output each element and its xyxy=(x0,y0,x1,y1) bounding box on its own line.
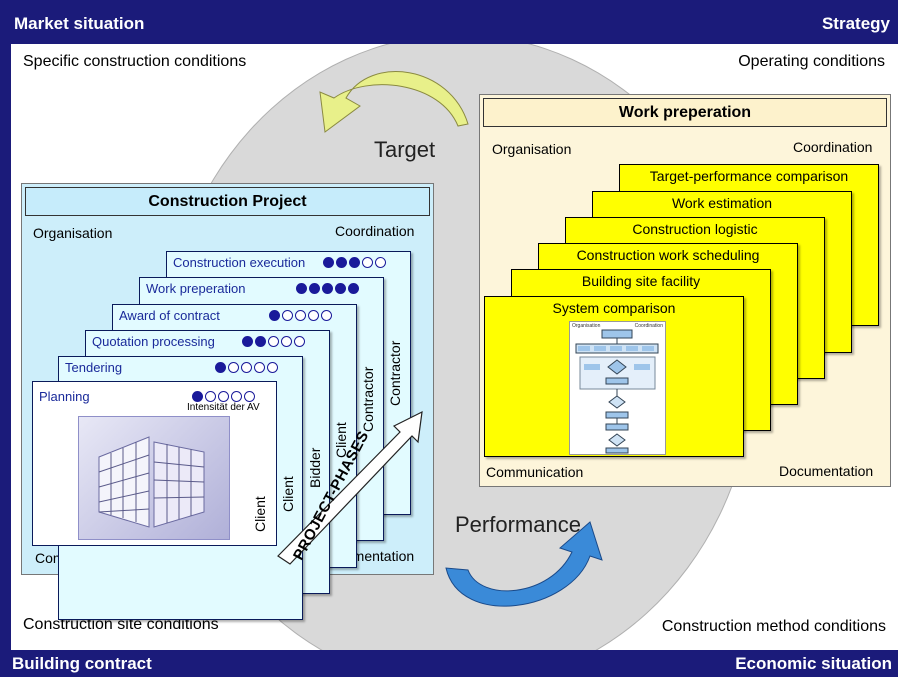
label-specific-conditions: Specific construction conditions xyxy=(23,53,247,70)
intensity-dot-empty xyxy=(294,336,305,347)
wp-communication-label: Communication xyxy=(486,464,584,480)
flowchart-diagram-icon xyxy=(575,329,659,454)
phase-label: Award of contract xyxy=(119,308,220,323)
wp-card-label: Construction work scheduling xyxy=(576,247,760,263)
intensity-dot-filled xyxy=(215,362,226,373)
intensity-dot-empty xyxy=(308,310,319,321)
band-strategy: Strategy xyxy=(821,14,890,33)
intensity-dot-filled xyxy=(322,283,333,294)
intensity-dots xyxy=(192,391,255,402)
role-label: Client xyxy=(252,496,268,532)
cycle-target-label: Target xyxy=(374,137,436,162)
intensity-dot-filled xyxy=(336,257,347,268)
phase-label: Planning xyxy=(39,389,90,404)
wp-card-label: Building site facility xyxy=(581,273,701,289)
intensity-dot-empty xyxy=(228,362,239,373)
cp-organisation-label: Organisation xyxy=(33,225,113,241)
intensity-dot-filled xyxy=(349,257,360,268)
phase-label: Construction execution xyxy=(173,255,306,270)
construction-project-title: Construction Project xyxy=(25,187,430,216)
intensity-dot-empty xyxy=(231,391,242,402)
wp-organisation-label: Organisation xyxy=(492,141,572,157)
intensity-dot-filled xyxy=(348,283,359,294)
intensity-dots xyxy=(323,257,386,268)
flowchart-thumbnail: Organisation Coordination xyxy=(569,321,666,455)
intensity-dots xyxy=(269,310,332,321)
band-economic-situation: Economic situation xyxy=(735,654,892,673)
cycle-performance-label: Performance xyxy=(455,512,581,537)
intensity-dot-empty xyxy=(268,336,279,347)
phase-label: Tendering xyxy=(65,360,123,375)
intensity-dot-filled xyxy=(335,283,346,294)
role-label: Contractor xyxy=(387,340,403,406)
intensity-dot-filled xyxy=(323,257,334,268)
wp-card-label: Target-performance comparison xyxy=(649,168,849,184)
intensity-dot-empty xyxy=(321,310,332,321)
label-site-conditions: Construction site conditions xyxy=(23,616,219,633)
intensity-dot-empty xyxy=(362,257,373,268)
wp-card-label: System comparison xyxy=(552,300,676,316)
intensity-dot-empty xyxy=(241,362,252,373)
intensity-dot-empty xyxy=(254,362,265,373)
wp-card-system-comparison: System comparison Organisation Coordinat… xyxy=(484,296,744,457)
cp-coordination-label: Coordination xyxy=(335,223,415,239)
band-market-situation: Market situation xyxy=(14,14,145,33)
label-method-conditions: Construction method conditions xyxy=(661,618,886,635)
target-arrow-icon xyxy=(319,71,469,133)
intensity-dot-empty xyxy=(267,362,278,373)
intensity-dot-filled xyxy=(296,283,307,294)
project-phases-arrow-icon xyxy=(277,410,423,565)
intensity-dot-filled xyxy=(255,336,266,347)
label-operating-conditions: Operating conditions xyxy=(738,53,885,70)
intensity-dot-filled xyxy=(192,391,203,402)
wp-coordination-label: Coordination xyxy=(793,139,873,155)
intensity-dots xyxy=(296,283,359,294)
performance-arrow-icon xyxy=(445,521,603,607)
building-image xyxy=(78,416,230,540)
mini-doc-organisation: Organisation xyxy=(572,323,601,329)
intensity-caption: Intensität der AV xyxy=(187,402,260,413)
phase-label: Quotation processing xyxy=(92,334,215,349)
work-preparation-title: Work preperation xyxy=(483,98,887,127)
wp-card-label: Construction logistic xyxy=(632,221,758,237)
intensity-dots xyxy=(215,362,278,373)
intensity-dots xyxy=(242,336,305,347)
wp-card-label: Work estimation xyxy=(671,195,773,211)
band-building-contract: Building contract xyxy=(12,654,152,673)
intensity-dot-empty xyxy=(205,391,216,402)
mini-doc-coordination: Coordination xyxy=(634,323,663,329)
intensity-dot-empty xyxy=(281,336,292,347)
intensity-dot-filled xyxy=(309,283,320,294)
intensity-dot-empty xyxy=(282,310,293,321)
phase-card-planning: Planning Intensität der AV xyxy=(32,381,277,546)
intensity-dot-empty xyxy=(375,257,386,268)
building-illustration-icon xyxy=(98,436,205,528)
wp-documentation-label: Documentation xyxy=(779,463,874,479)
intensity-dot-filled xyxy=(242,336,253,347)
intensity-dot-empty xyxy=(244,391,255,402)
phase-label: Work preperation xyxy=(146,281,246,296)
intensity-dot-empty xyxy=(295,310,306,321)
intensity-dot-filled xyxy=(269,310,280,321)
intensity-dot-empty xyxy=(218,391,229,402)
